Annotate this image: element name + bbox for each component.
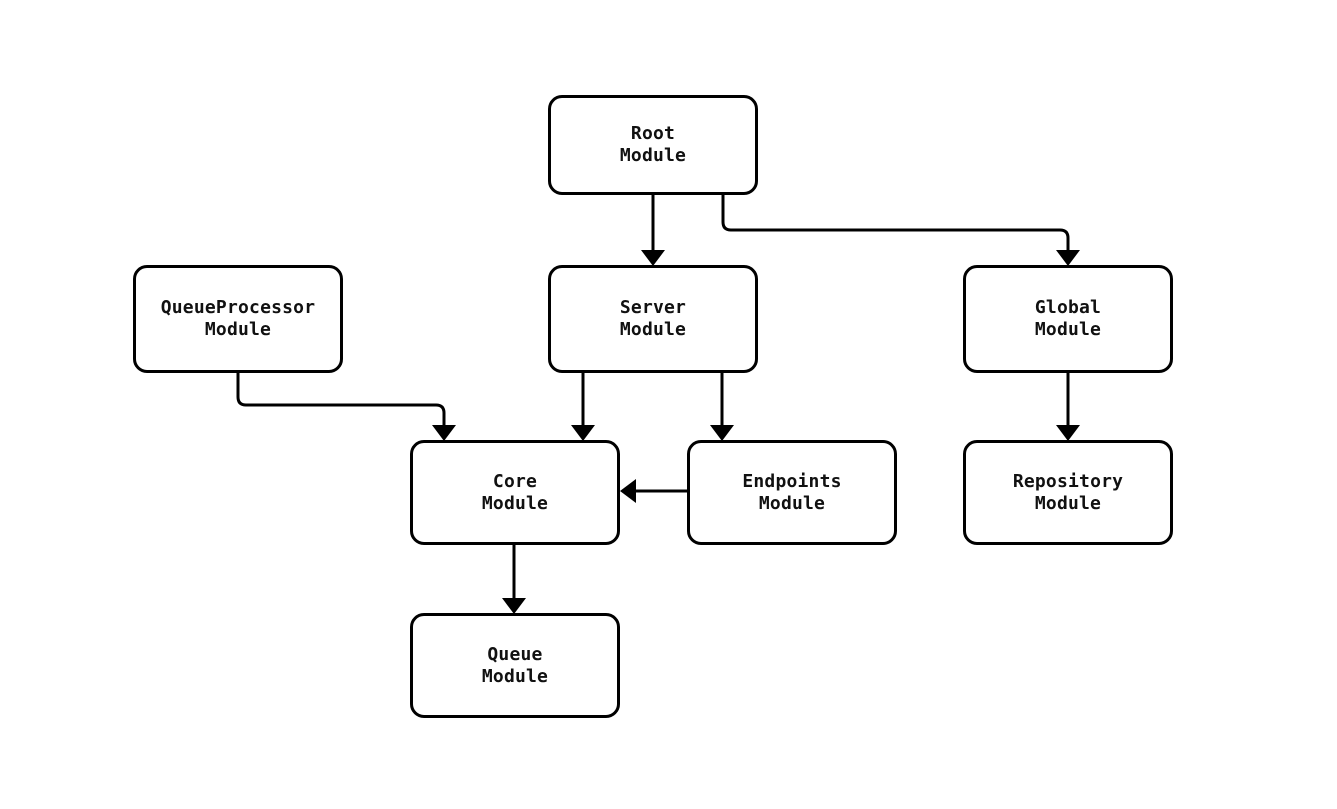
edge-server-to-core [571,373,595,441]
node-root-module-label: Root Module [619,123,687,166]
node-endpoints-module-label: Endpoints Module [742,470,842,514]
node-queue-module-label: Queue Module [481,643,549,687]
node-queueprocessor-module[interactable]: QueueProcessor Module [133,265,343,373]
edge-server-to-endpoints [710,373,734,441]
edge-endpoints-to-core [620,479,687,503]
edge-root-to-global [721,195,1080,266]
node-queue-module[interactable]: Queue Module [410,613,620,718]
node-server-module-label: Server Module [619,297,687,340]
node-core-module[interactable]: Core Module [410,440,620,545]
node-global-module[interactable]: Global Module [963,265,1173,373]
node-server-module[interactable]: Server Module [548,265,758,373]
edge-queueprocessor-to-core [236,373,456,441]
node-core-module-label: Core Module [481,470,549,514]
edge-core-to-queue [502,545,526,614]
node-global-module-label: Global Module [1034,297,1102,340]
node-repository-module[interactable]: Repository Module [963,440,1173,545]
node-endpoints-module[interactable]: Endpoints Module [687,440,897,545]
node-queueprocessor-module-label: QueueProcessor Module [160,297,316,340]
node-repository-module-label: Repository Module [1012,470,1124,514]
node-root-module[interactable]: Root Module [548,95,758,195]
edge-root-to-server [641,195,665,266]
edge-global-to-repository [1056,373,1080,441]
